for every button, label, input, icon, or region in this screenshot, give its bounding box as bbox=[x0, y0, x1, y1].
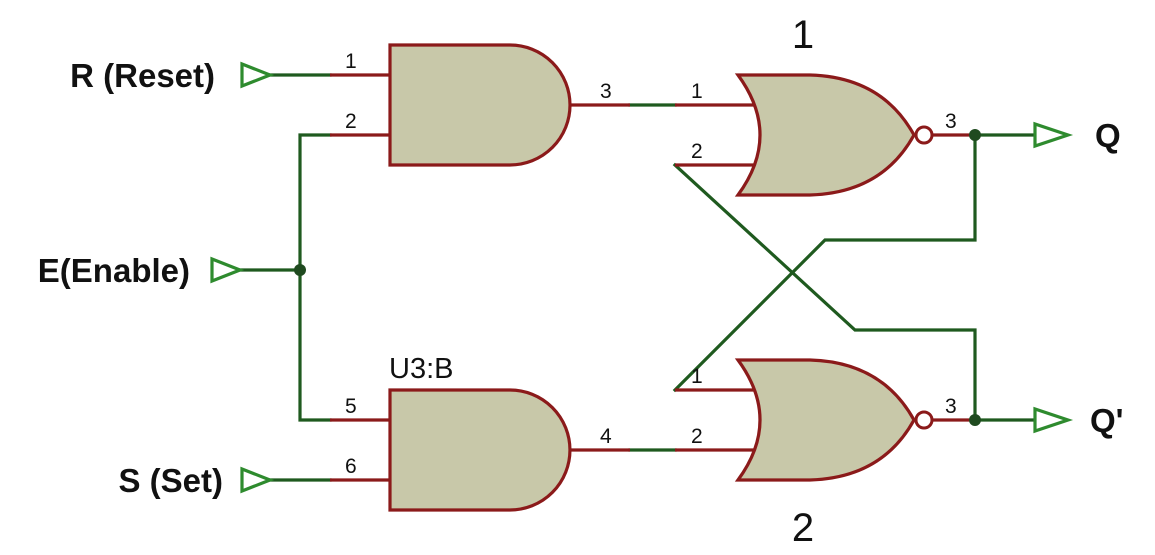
label-q: Q bbox=[1095, 117, 1121, 154]
pin-number: 5 bbox=[345, 395, 357, 418]
wire-enable-bus bbox=[298, 133, 332, 422]
junction-qnot bbox=[969, 414, 981, 426]
junction-q bbox=[969, 129, 981, 141]
pin-number: 6 bbox=[345, 455, 357, 478]
terminal-q-icon bbox=[1033, 121, 1074, 149]
pin-number: 3 bbox=[945, 110, 957, 133]
terminal-enable-icon bbox=[210, 256, 245, 284]
pin-stubs bbox=[330, 73, 975, 482]
and-gate-top bbox=[388, 43, 572, 167]
wire-feedback-qnot bbox=[672, 162, 977, 422]
nor-top-inversion-bubble bbox=[914, 125, 934, 145]
nor-gate-top bbox=[734, 73, 916, 197]
wires bbox=[238, 73, 1037, 482]
pin-number: 1 bbox=[345, 50, 357, 73]
terminal-set-icon bbox=[240, 466, 275, 494]
label-set: S (Set) bbox=[118, 462, 223, 499]
pin-number: 1 bbox=[691, 365, 703, 388]
and-gate-bottom bbox=[388, 388, 572, 512]
nor-top-name: 1 bbox=[792, 13, 814, 57]
label-q-not: Q' bbox=[1090, 402, 1124, 439]
terminal-qnot-icon bbox=[1033, 406, 1074, 434]
label-enable: E(Enable) bbox=[38, 252, 190, 289]
wire-feedback-q bbox=[672, 133, 977, 393]
terminal-reset-icon bbox=[240, 61, 275, 89]
pin-number: 4 bbox=[600, 425, 612, 448]
and-bottom-ref: U3:B bbox=[389, 353, 453, 385]
pin-number: 2 bbox=[691, 140, 703, 163]
pin-number: 1 bbox=[691, 80, 703, 103]
pin-number: 3 bbox=[600, 80, 612, 103]
nor-bottom-name: 2 bbox=[792, 506, 814, 550]
pin-number: 3 bbox=[945, 395, 957, 418]
pin-number: 2 bbox=[691, 425, 703, 448]
label-reset: R (Reset) bbox=[70, 57, 215, 94]
pin-number: 2 bbox=[345, 110, 357, 133]
pin-numbers: 1 2 3 5 6 4 1 2 3 1 2 3 bbox=[345, 50, 957, 478]
nor-gate-bottom bbox=[734, 358, 916, 482]
junction-enable bbox=[294, 264, 306, 276]
nor-bottom-inversion-bubble bbox=[914, 410, 934, 430]
